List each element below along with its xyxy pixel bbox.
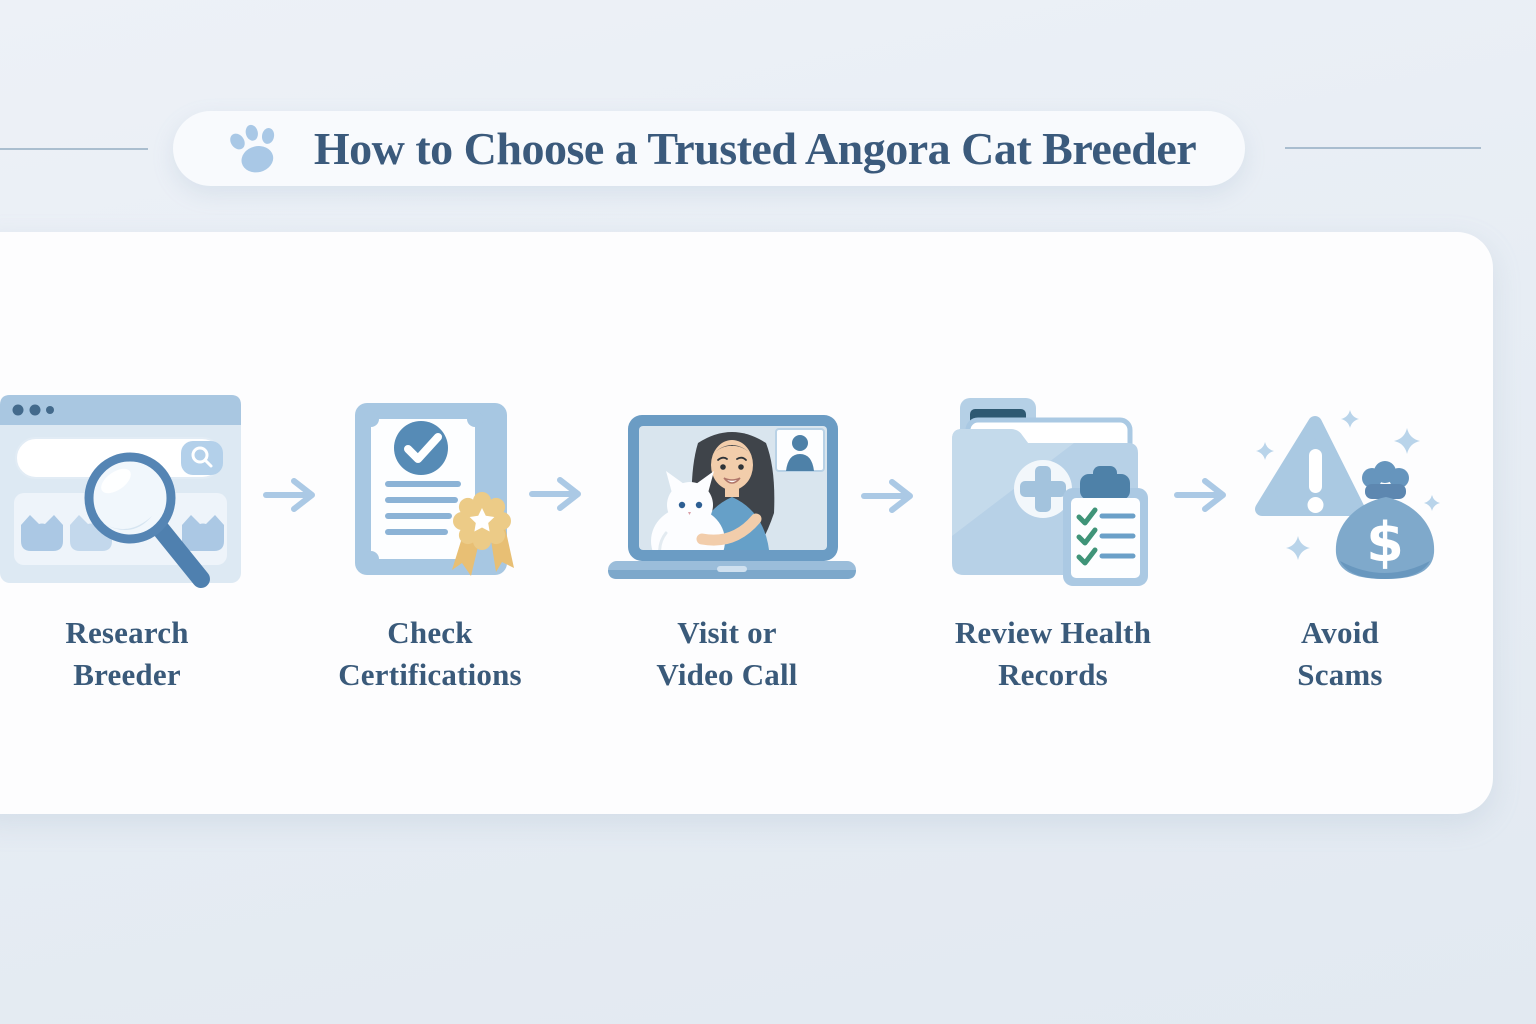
page-title: How to Choose a Trusted Angora Cat Breed… (313, 123, 1197, 174)
health-records-folder-icon (946, 394, 1158, 603)
browser-search-icon (0, 393, 245, 603)
arrow-right-icon (1174, 478, 1226, 512)
step-label-review-health-records: Review Health Records (954, 615, 1152, 692)
step-label-check-certifications: Check Certifications (338, 615, 522, 692)
header-divider-line-left (0, 148, 148, 150)
arrow-right-icon (263, 478, 315, 512)
arrow-right-icon (529, 477, 581, 511)
step-label-visit-or-video-call: Visit or Video Call (656, 615, 798, 692)
step-label-avoid-scams: Avoid Scams (1297, 615, 1383, 692)
video-call-laptop-icon (606, 413, 858, 590)
header-banner: How to Choose a Trusted Angora Cat Breed… (173, 111, 1245, 186)
paw-icon (230, 124, 274, 172)
step-label-research-breeder: Research Breeder (65, 615, 189, 692)
certificate-award-icon (350, 400, 518, 590)
scam-warning-money-icon: $ (1248, 405, 1450, 590)
header-divider-line-right (1285, 147, 1481, 149)
arrow-right-icon (861, 479, 913, 513)
dollar-sign: $ (1366, 511, 1404, 574)
